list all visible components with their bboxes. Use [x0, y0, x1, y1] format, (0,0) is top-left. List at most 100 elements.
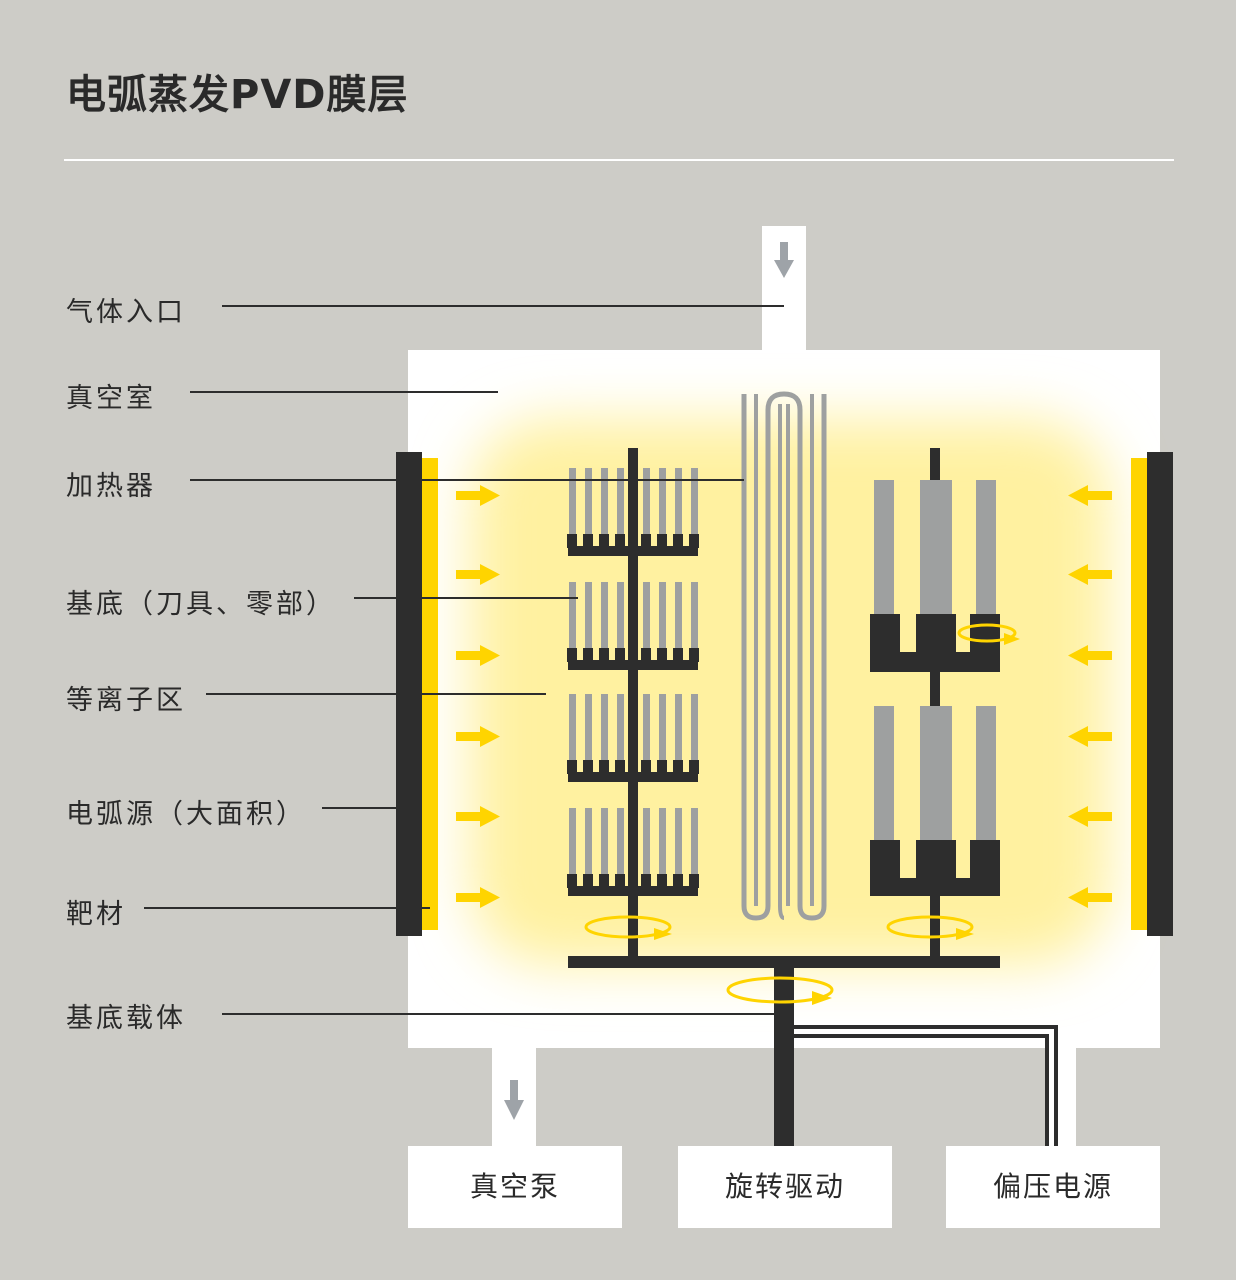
label-plasma-zone: 等离子区 [66, 685, 186, 716]
holder-spindle [628, 448, 638, 960]
tool-socket [689, 534, 699, 548]
vacuum-pump-label: 真空泵 [470, 1170, 560, 1203]
substrate-part [920, 480, 952, 616]
plasma-arrow-icon [1068, 645, 1112, 666]
substrate-tool [569, 582, 576, 652]
vacuum-pump-box: 真空泵 [408, 1146, 622, 1228]
substrate-tool [569, 694, 576, 764]
tool-socket [615, 534, 625, 548]
rotation-arrows [584, 623, 1020, 1005]
tool-socket [567, 534, 577, 548]
substrate-tool [691, 694, 698, 764]
rotation-arrow-icon [957, 623, 1020, 645]
part-fixture [870, 614, 1000, 672]
tool-socket [673, 648, 683, 662]
gas-inlet-arrow-icon [774, 242, 794, 278]
rotation-arrow-icon [584, 915, 672, 940]
tool-socket [673, 874, 683, 888]
left-substrate-holder [567, 448, 699, 960]
substrate-tool [643, 808, 650, 878]
rotation-drive-box: 旋转驱动 [678, 1146, 892, 1228]
substrate-tool [675, 468, 682, 538]
tool-socket [673, 760, 683, 774]
right-plasma-arrows [1068, 485, 1112, 908]
tool-socket [615, 648, 625, 662]
tool-socket [657, 534, 667, 548]
rotation-arrow-icon [726, 976, 834, 1005]
substrate-tool [691, 468, 698, 538]
bias-power-label: 偏压电源 [993, 1170, 1113, 1203]
label-substrate-carrier: 基底载体 [66, 1003, 186, 1034]
left-plasma-arrows [456, 485, 500, 908]
substrate-tool [675, 808, 682, 878]
substrate-tool [601, 582, 608, 652]
tool-socket [583, 648, 593, 662]
tool-socket [641, 874, 651, 888]
bias-wire-inner [790, 1034, 1049, 1148]
plasma-arrow-icon [456, 485, 500, 506]
plasma-arrow-icon [456, 887, 500, 908]
tool-socket [657, 874, 667, 888]
substrate-part [874, 706, 894, 842]
plasma-arrow-icon [456, 564, 500, 585]
tool-rack-bar [568, 772, 698, 782]
substrate-part [920, 706, 952, 842]
substrate-tool [643, 468, 650, 538]
substrate-tool [601, 468, 608, 538]
tool-socket [615, 760, 625, 774]
bias-power-box: 偏压电源 [946, 1146, 1160, 1228]
holder-spindle [930, 448, 940, 960]
substrate-part [874, 480, 894, 616]
plasma-arrow-icon [456, 806, 500, 827]
substrate-carrier-bar [568, 956, 1000, 968]
substrate-tool [617, 582, 624, 652]
label-arc-source: 电弧源（大面积） [66, 799, 306, 830]
tool-rack-bar [568, 660, 698, 670]
substrate-tool [643, 694, 650, 764]
label-heater: 加热器 [66, 471, 156, 502]
tool-socket [673, 534, 683, 548]
substrate-tool [675, 582, 682, 652]
substrate-tool [569, 468, 576, 538]
substrate-tool [643, 582, 650, 652]
substrate-tool [659, 468, 666, 538]
tool-socket [583, 874, 593, 888]
tool-socket [657, 760, 667, 774]
leader-lines [144, 305, 784, 1015]
title-divider [64, 159, 1174, 161]
right-substrate-holder [870, 448, 1000, 960]
tool-socket [641, 534, 651, 548]
plasma-arrow-icon [1068, 485, 1112, 506]
plasma-arrow-icon [1068, 564, 1112, 585]
substrate-tool [601, 808, 608, 878]
substrate-tool [569, 808, 576, 878]
page-title: 电弧蒸发PVD膜层 [66, 72, 409, 118]
tool-socket [567, 760, 577, 774]
label-gas-inlet: 气体入口 [66, 297, 186, 328]
label-vacuum-chamber: 真空室 [66, 383, 156, 414]
rotation-arrow-icon [886, 915, 974, 940]
tool-socket [615, 874, 625, 888]
tool-socket [567, 874, 577, 888]
tool-socket [641, 648, 651, 662]
substrate-tool [601, 694, 608, 764]
bias-pipe [1046, 1046, 1076, 1148]
substrate-tool [585, 694, 592, 764]
plasma-arrow-icon [456, 645, 500, 666]
substrate-tool [585, 808, 592, 878]
tool-rack-bar [568, 886, 698, 896]
heater-coil [741, 391, 827, 921]
part-fixture [870, 840, 1000, 896]
tool-socket [657, 648, 667, 662]
tool-socket [567, 648, 577, 662]
tool-socket [689, 760, 699, 774]
tool-socket [599, 874, 609, 888]
tool-socket [641, 760, 651, 774]
substrate-tool [617, 468, 624, 538]
substrate-tool [585, 582, 592, 652]
tool-socket [599, 648, 609, 662]
substrate-part [976, 480, 996, 616]
substrate-part [976, 706, 996, 842]
plasma-arrow-icon [1068, 887, 1112, 908]
tool-rack-bar [568, 546, 698, 556]
